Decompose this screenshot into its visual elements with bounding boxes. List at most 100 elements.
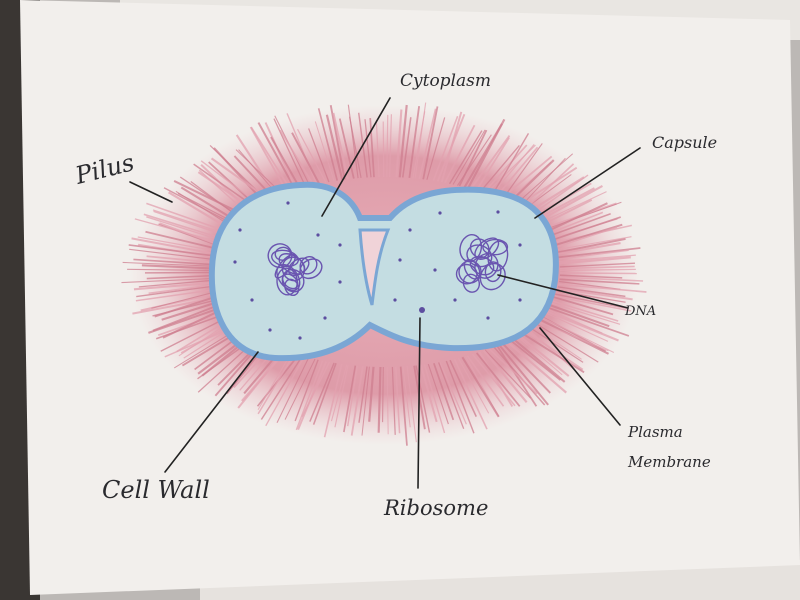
- pilus-hair: [152, 209, 226, 235]
- pilus-hair: [408, 105, 421, 179]
- pilus-hair: [469, 134, 511, 190]
- pilus-hair: [461, 356, 500, 418]
- pilus-hair: [466, 355, 505, 407]
- pilus-hair: [334, 364, 349, 428]
- pilus-hair: [495, 344, 538, 407]
- leader-capsule: [534, 147, 641, 219]
- pilus-hair: [153, 210, 225, 236]
- pilus-hair: [151, 291, 215, 309]
- pilus-hair: [154, 295, 217, 318]
- pilus-hair: [550, 302, 621, 325]
- pilus-hair: [138, 279, 211, 288]
- pilus-hair: [508, 338, 561, 381]
- pilus-hair: [250, 126, 293, 193]
- pilus-hair: [297, 361, 328, 430]
- pilus-hair: [286, 113, 318, 185]
- division-notch: [358, 228, 391, 306]
- pilus-hair: [423, 364, 446, 434]
- pilus-hair: [294, 359, 319, 422]
- pilus-hair: [122, 261, 211, 267]
- pilus-hair: [161, 300, 220, 321]
- pilus-hair: [555, 236, 632, 251]
- pilus-hair: [452, 129, 486, 185]
- pilus-hair: [145, 230, 216, 250]
- pilus-hair: [559, 278, 640, 285]
- pilus-hair: [553, 296, 614, 316]
- pilus-hair: [348, 116, 362, 179]
- pilus-hair: [136, 285, 213, 298]
- pilus-hair: [554, 295, 632, 312]
- leader-dna: [497, 274, 629, 309]
- pilus-hair: [382, 366, 384, 423]
- pilus-hair: [364, 119, 372, 178]
- label-capsule: Capsule: [652, 133, 717, 152]
- pilus-hair: [432, 115, 459, 181]
- pilus-hair: [505, 339, 567, 394]
- pilus-hair: [483, 349, 528, 403]
- pilus-hair: [369, 118, 375, 178]
- pilus-hair: [558, 254, 636, 263]
- pilus-hair: [453, 358, 488, 430]
- pilus-hair: [489, 144, 535, 197]
- pilus-hair: [402, 366, 411, 428]
- pilus-hair: [438, 362, 465, 430]
- pilus-hair: [129, 248, 212, 260]
- pilus-hair: [398, 104, 408, 178]
- pilus-hair: [133, 281, 212, 291]
- dna-loop: [484, 261, 502, 283]
- pilus-hair: [553, 226, 618, 249]
- pilus-hair: [148, 306, 223, 334]
- pilus-hair: [419, 364, 438, 423]
- dna-loop: [276, 267, 298, 296]
- pilus-hair: [549, 216, 622, 242]
- pilus-hair: [535, 320, 609, 352]
- label-dna: DNA: [624, 304, 656, 319]
- pilus-hairs: [121, 102, 647, 446]
- pilus-hair: [543, 202, 608, 234]
- pilus-hair: [530, 324, 582, 360]
- pilus-hair: [343, 365, 357, 433]
- pilus-hair: [511, 336, 566, 383]
- pilus-hair: [557, 247, 641, 259]
- pilus-hair: [418, 108, 437, 180]
- pilus-hair: [555, 293, 628, 310]
- label-plasma-membrane-line2: Membrane: [627, 453, 711, 471]
- pilus-hair: [329, 105, 346, 180]
- pilus-hair: [386, 366, 389, 435]
- pilus-hair: [457, 357, 490, 414]
- pilus-hair: [559, 265, 635, 270]
- pilus-hair: [478, 351, 514, 407]
- pilus-hair: [338, 118, 355, 179]
- dna-loop: [281, 268, 305, 293]
- pilus-hair: [492, 346, 546, 406]
- pilus-hair: [131, 237, 214, 255]
- pilus-hair: [128, 244, 213, 257]
- pilus-hair: [257, 352, 292, 411]
- leader-cytoplasm: [321, 97, 391, 217]
- pilus-hair: [297, 128, 327, 183]
- pilus-hair: [168, 191, 230, 230]
- pilus-hair: [444, 124, 476, 184]
- pilus-hair: [347, 365, 358, 427]
- pilus-hair: [516, 333, 570, 377]
- dna-right: [455, 234, 509, 293]
- pilus-hair: [547, 306, 630, 337]
- pilus-hair: [127, 268, 211, 272]
- pilus-hair: [265, 356, 306, 427]
- pilus-hair: [323, 363, 343, 438]
- pilus-hair: [448, 130, 483, 185]
- pilus-hair: [559, 274, 623, 279]
- pilus-hair: [134, 218, 220, 243]
- pilus-hair: [368, 366, 375, 422]
- pilus-hair: [146, 202, 227, 233]
- pilus-hair: [527, 326, 584, 363]
- pilus-hair: [559, 272, 637, 275]
- pilus-hair: [542, 201, 622, 231]
- label-plasma-membrane-line1: Plasma: [627, 423, 683, 441]
- pilus-hair: [270, 136, 302, 190]
- pilus-hair: [391, 366, 396, 435]
- label-cell-wall: Cell Wall: [102, 476, 210, 504]
- pilus-hair: [377, 366, 382, 433]
- pilus-hair: [557, 287, 633, 301]
- pilus-hair: [536, 191, 607, 225]
